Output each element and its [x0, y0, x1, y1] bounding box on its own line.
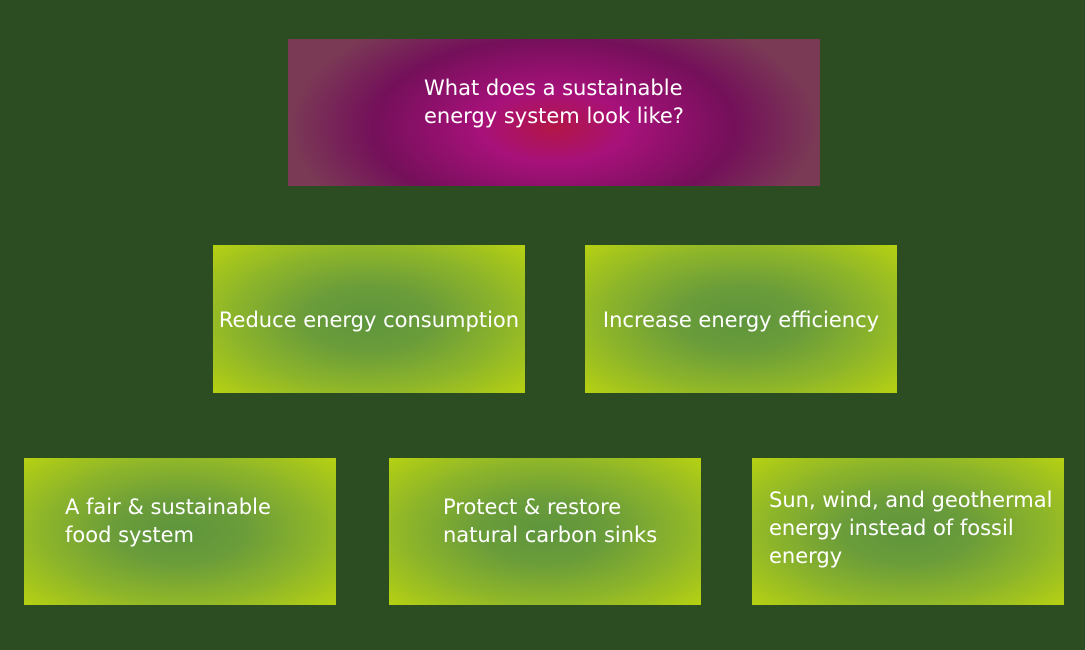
node-carbon-sinks-label: Protect & restore natural carbon sinks: [443, 494, 658, 547]
root-question-label: What does a sustainable energy system lo…: [424, 75, 684, 128]
node-food-system-label: A fair & sustainable food system: [65, 494, 271, 547]
node-reduce-consumption-label: Reduce energy consumption: [218, 308, 520, 332]
node-increase-efficiency: Increase energy efficiency: [585, 245, 897, 393]
root-question-node: What does a sustainable energy system lo…: [288, 39, 820, 186]
node-food-system: A fair & sustainable food system: [24, 458, 336, 605]
node-reduce-consumption: Reduce energy consumption: [213, 245, 525, 393]
node-renewable-energy-label: Sun, wind, and geothermal energy instead…: [769, 487, 1053, 568]
node-increase-efficiency-label: Increase energy efficiency: [602, 308, 880, 332]
node-carbon-sinks: Protect & restore natural carbon sinks: [389, 458, 701, 605]
node-renewable-energy: Sun, wind, and geothermal energy instead…: [752, 458, 1064, 605]
